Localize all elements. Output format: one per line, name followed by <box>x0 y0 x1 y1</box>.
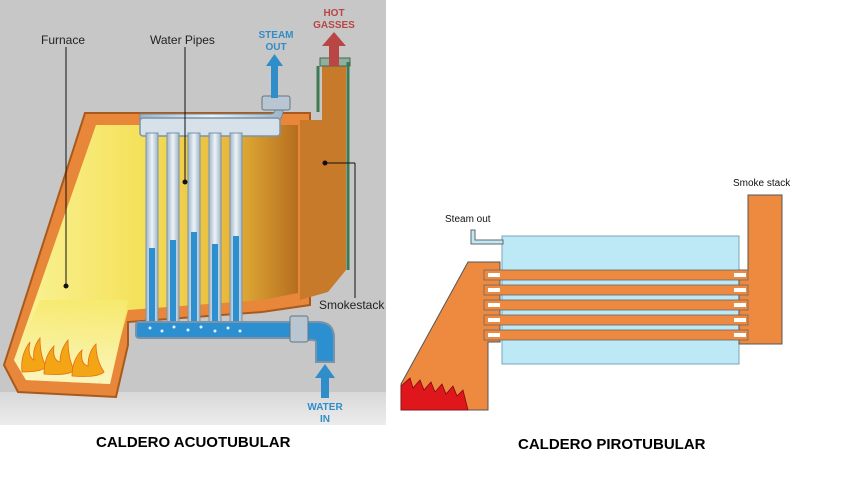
steam-out-label: Steam out <box>445 214 491 225</box>
furnace-label: Furnace <box>41 33 85 47</box>
smokestack-label: Smokestack <box>319 298 385 312</box>
water-pipes <box>145 132 243 326</box>
fire-tube-caption: CALDERO PIROTUBULAR <box>518 436 706 453</box>
water-inlet-valve <box>289 315 309 343</box>
water-pipes-label: Water Pipes <box>150 33 215 47</box>
hot-gasses-label-line2: GASSES <box>313 20 355 31</box>
steam-out-label-line2: OUT <box>265 42 286 53</box>
fire-tubes <box>483 269 749 341</box>
steam-out-label-line1: STEAM <box>259 30 294 41</box>
water-bubbles <box>148 325 242 333</box>
steam-outlet-pipe <box>470 229 504 245</box>
water-tube-boiler-diagram: Furnace Water Pipes STEAM OUT HOT GASSES… <box>0 0 386 425</box>
fire-tube-boiler-diagram: Steam out Smoke stack <box>400 178 791 411</box>
hot-gasses-label-line1: HOT <box>323 8 344 19</box>
water-in-label-line1: WATER <box>307 402 343 413</box>
label-leader-lines <box>63 47 356 298</box>
hot-gasses-arrow <box>322 32 346 66</box>
water-in-label-line2: IN <box>320 414 330 425</box>
water-in-arrow <box>315 364 335 398</box>
smokestack-duct <box>300 62 346 300</box>
water-tube-caption: CALDERO ACUOTUBULAR <box>96 434 291 451</box>
smoke-stack-label: Smoke stack <box>733 178 791 189</box>
steam-out-arrow <box>266 54 283 98</box>
steam-valve <box>261 95 291 111</box>
fire <box>400 377 469 411</box>
furnace-flames <box>21 336 105 377</box>
